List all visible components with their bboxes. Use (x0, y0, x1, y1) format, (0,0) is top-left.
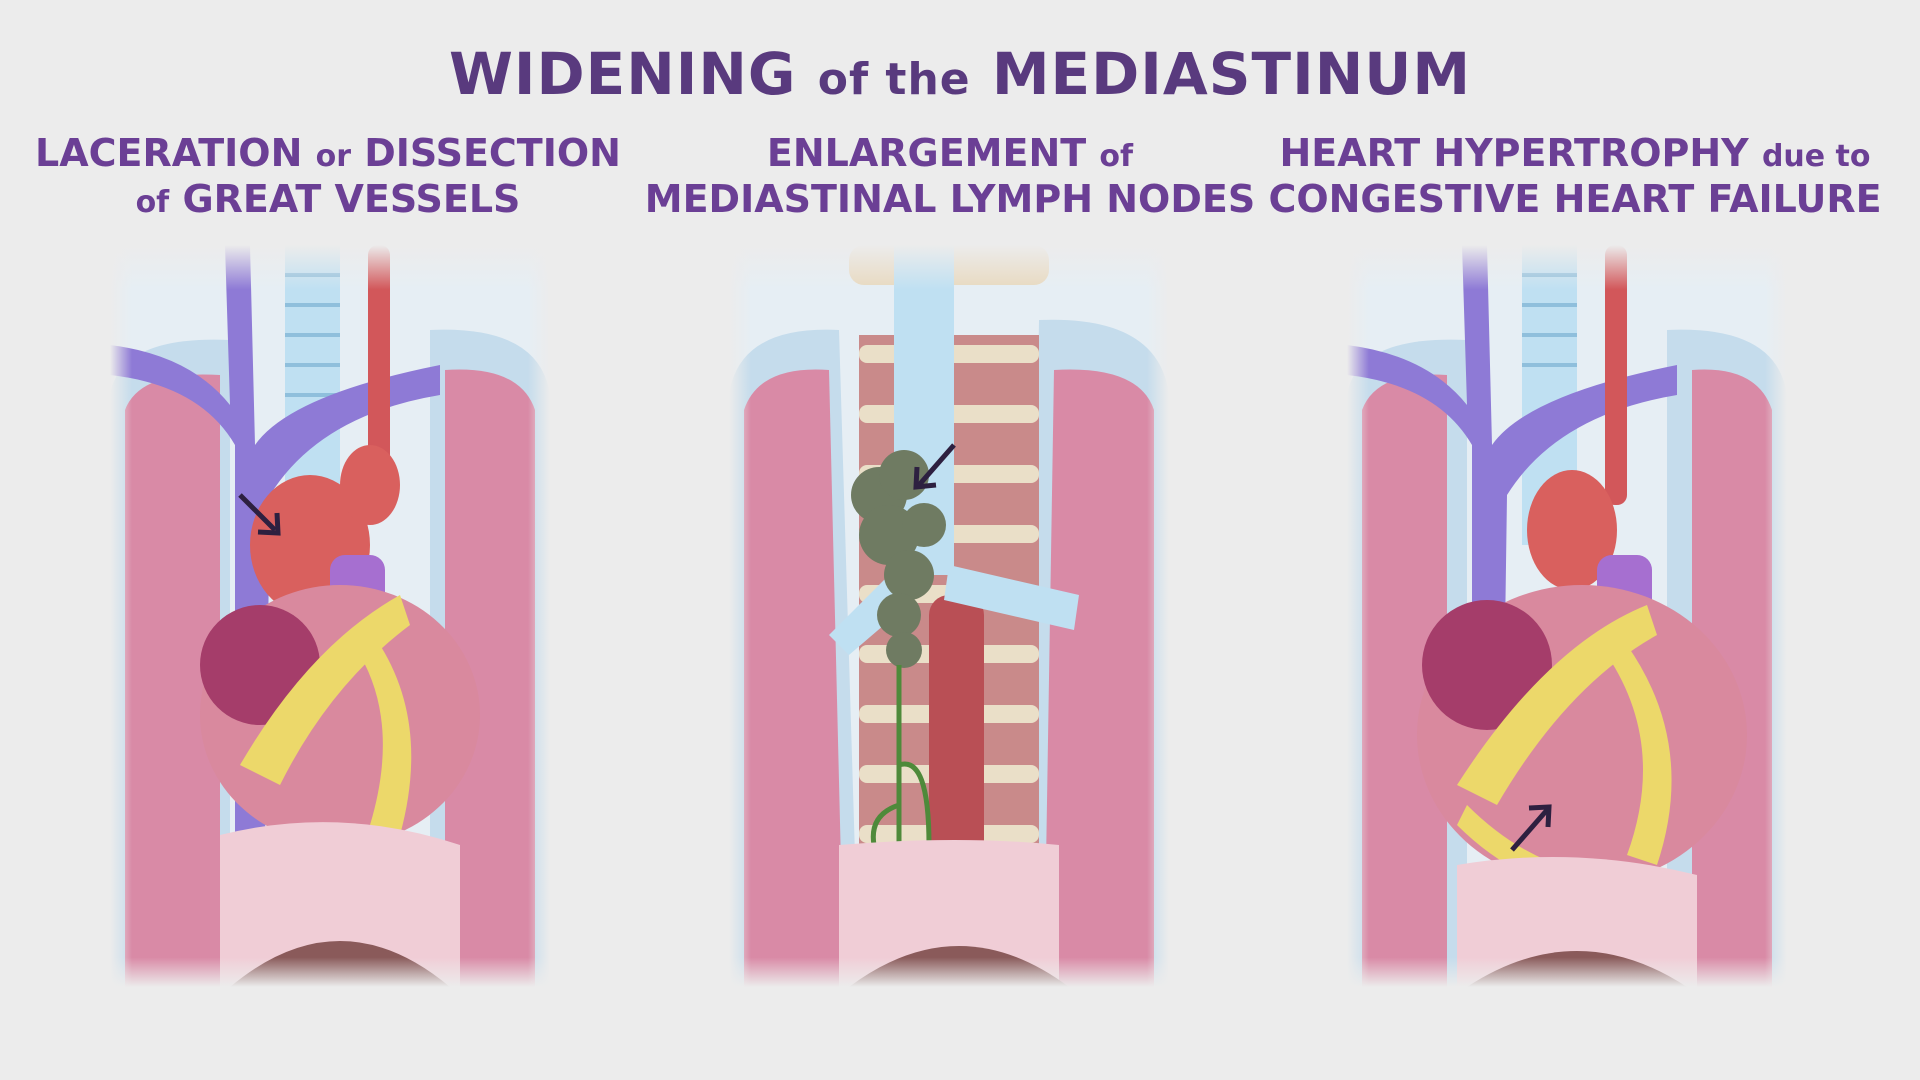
caption-lymph-nodes: ENLARGEMENT of MEDIASTINAL LYMPH NODES (640, 132, 1260, 220)
caption-laceration: LACERATION or DISSECTION of GREAT VESSEL… (18, 132, 638, 224)
caption-text: CONGESTIVE HEART FAILURE (1268, 177, 1882, 221)
page-title: WIDENING of the MEDIASTINUM (0, 40, 1920, 108)
caption-text: GREAT VESSELS (182, 177, 521, 221)
caption-text: MEDIASTINAL LYMPH NODES (644, 177, 1256, 221)
caption-text: or (315, 139, 352, 174)
caption-text: DISSECTION (364, 131, 621, 175)
illustration-great-vessels (110, 245, 550, 987)
caption-text: of (1099, 139, 1134, 174)
caption-text: ENLARGEMENT (766, 131, 1087, 175)
caption-text: LACERATION (35, 131, 303, 175)
caption-text: due to (1761, 139, 1871, 174)
caption-text: of (135, 185, 170, 220)
title-word: WIDENING (448, 40, 797, 108)
illustration-lymph-nodes (729, 245, 1169, 987)
illustration-heart-hypertrophy (1347, 245, 1787, 987)
caption-heart-hypertrophy: HEART HYPERTROPHY due to CONGESTIVE HEAR… (1265, 132, 1885, 220)
aorta (1605, 245, 1627, 505)
title-word: of the (817, 54, 971, 105)
title-word: MEDIASTINUM (991, 40, 1472, 108)
caption-text: HEART HYPERTROPHY (1279, 131, 1749, 175)
